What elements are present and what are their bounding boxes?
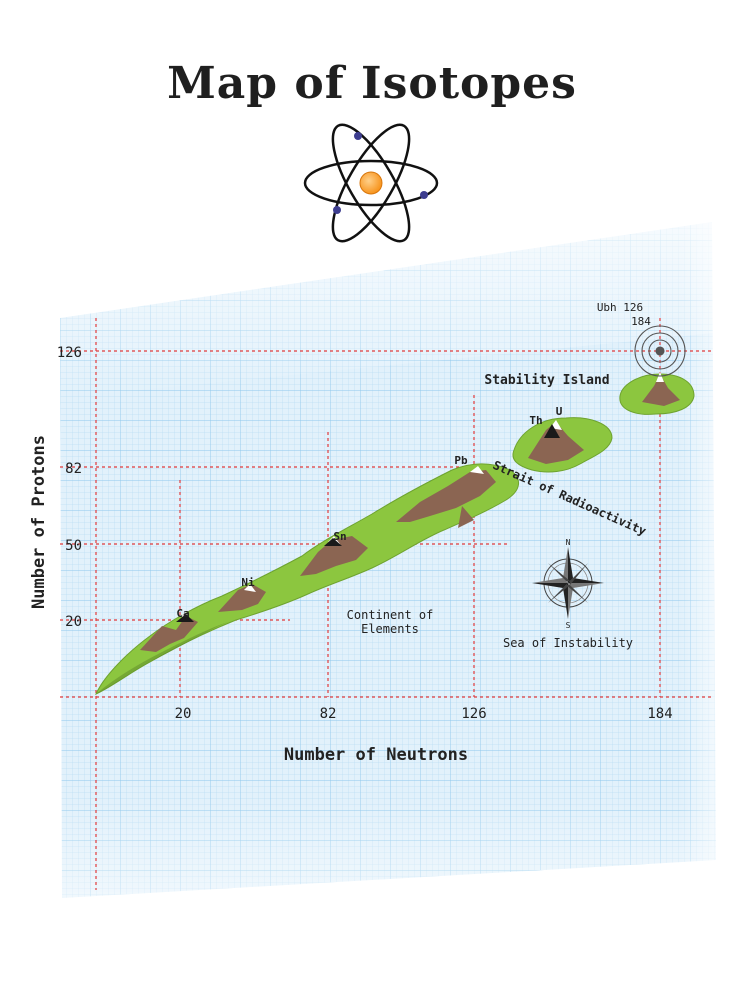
- ubh-label: 184: [631, 315, 651, 328]
- x-tick: 82: [320, 706, 337, 722]
- atom-logo-icon: [303, 123, 439, 243]
- compass-rose-icon: [532, 547, 604, 619]
- sn-label: Sn: [333, 530, 346, 543]
- ubh-target-icon: [634, 325, 686, 377]
- y-tick: 20: [65, 614, 82, 630]
- stability-island-label: Stability Island: [484, 373, 609, 388]
- y-tick: 82: [65, 461, 82, 477]
- x-tick: 20: [175, 706, 192, 722]
- y-tick: 126: [57, 345, 82, 361]
- ubh-label: Ubh 126: [597, 301, 643, 314]
- ca-label: Ca: [176, 607, 189, 620]
- stability-island: [619, 372, 695, 415]
- compass-s-label: S: [566, 621, 571, 630]
- page-title: Map of Isotopes: [167, 58, 577, 109]
- x-tick: 184: [647, 706, 672, 722]
- continent-label: Continent of: [347, 608, 434, 622]
- y-axis-label: Number of Protons: [29, 435, 49, 609]
- compass-n-label: N: [566, 538, 571, 547]
- sea-label: Sea of Instability: [503, 636, 633, 650]
- x-axis-label: Number of Neutrons: [284, 745, 468, 765]
- pb-label: Pb: [454, 454, 468, 467]
- x-tick: 126: [461, 706, 486, 722]
- u-label: U: [556, 405, 563, 418]
- ni-label: Ni: [241, 576, 255, 589]
- continent-label: Elements: [361, 622, 419, 636]
- magic-number-lines: [60, 318, 712, 890]
- th-label: Th: [529, 414, 542, 427]
- continent-of-elements: [95, 463, 519, 695]
- y-tick: 50: [65, 538, 82, 554]
- thorium-uranium-island: [512, 417, 613, 473]
- graph-paper: [0, 140, 744, 998]
